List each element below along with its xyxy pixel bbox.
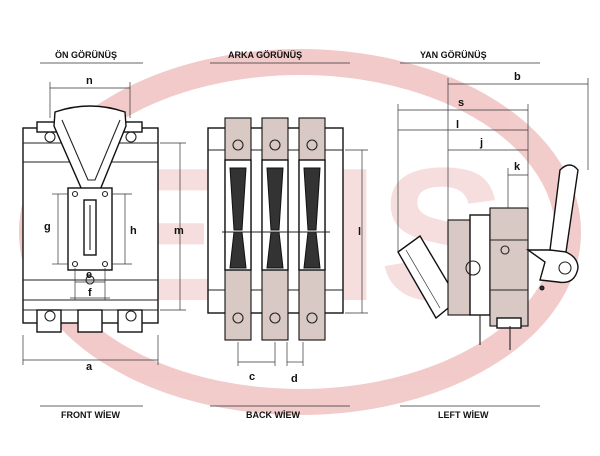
dim-label-s: s (458, 97, 464, 109)
front-screw-hole (44, 131, 56, 143)
back-view-drawing (207, 117, 344, 341)
back-terminal-column (261, 117, 289, 341)
back-terminal-column (224, 117, 252, 341)
back-view-title: ARKA GÖRÜNÜŞ (228, 50, 302, 60)
side-dimensions: b s l j k (397, 71, 589, 252)
back-terminal-column (298, 117, 326, 341)
back-view-caption: BACK WİEW (246, 410, 300, 420)
dim-label-m: m (174, 225, 184, 237)
front-screw-hole (125, 310, 137, 322)
dim-label-d: d (291, 373, 298, 385)
dim-label-f: f (88, 287, 92, 299)
dim-label-l-side: l (456, 119, 459, 131)
dim-label-l-back: l (358, 226, 361, 238)
side-main-block (489, 207, 529, 327)
front-view-drawing (22, 105, 159, 333)
front-screw-hole (44, 310, 56, 322)
dim-label-g: g (44, 221, 51, 233)
dim-label-b: b (514, 71, 521, 83)
dim-label-a: a (86, 361, 93, 373)
side-view-drawing (397, 164, 579, 350)
front-view-title: ÖN GÖRÜNÜŞ (55, 50, 117, 60)
dim-label-e: e (86, 269, 92, 281)
dim-label-n: n (86, 75, 93, 87)
front-screw-hole (125, 131, 137, 143)
dim-label-j: j (479, 137, 483, 149)
front-view-caption: FRONT WİEW (61, 410, 120, 420)
dim-label-k: k (514, 161, 521, 173)
front-dimensions: n g h m e f a (22, 75, 186, 373)
side-handle-lever (549, 164, 579, 253)
side-view-title: YAN GÖRÜNÜŞ (420, 50, 487, 60)
back-dimensions: l c d (237, 149, 368, 385)
side-view-caption: LEFT WİEW (438, 410, 489, 420)
dim-label-c: c (249, 371, 255, 383)
dim-label-h: h (130, 225, 137, 237)
